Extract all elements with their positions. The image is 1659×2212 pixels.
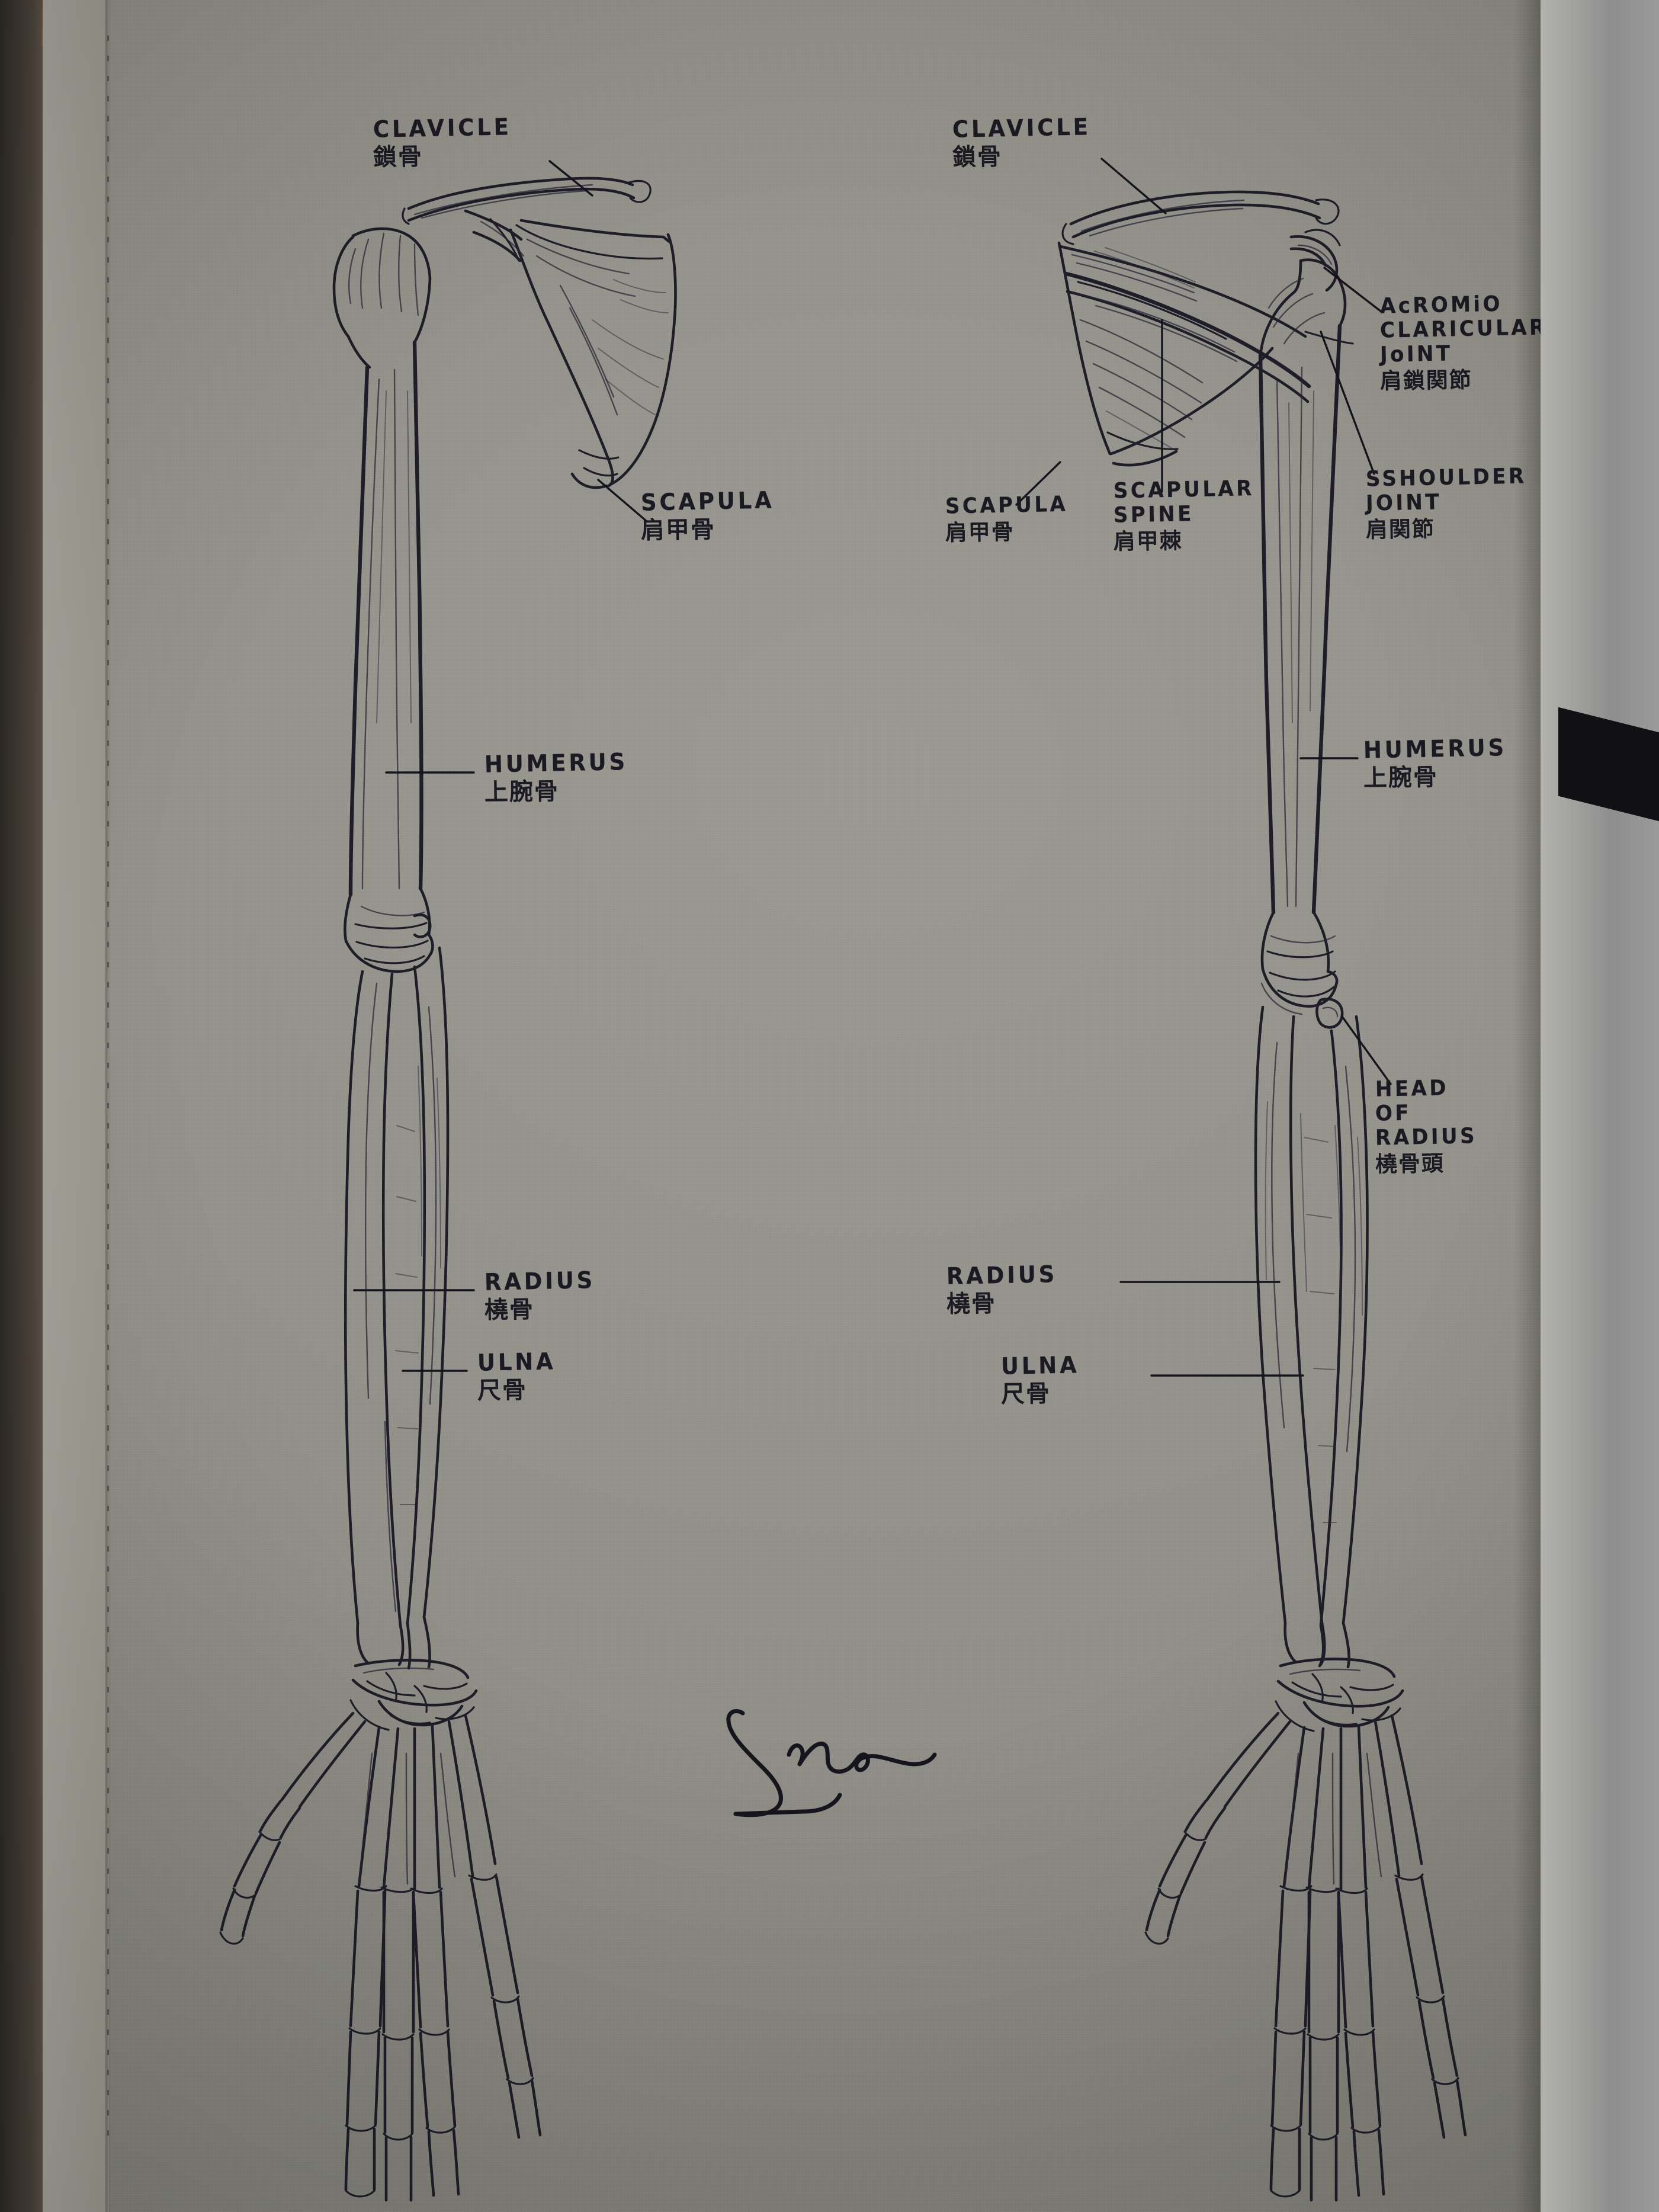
leader-right-head-radius: [1341, 1015, 1392, 1085]
label-right-scapula-jp: 肩甲骨: [945, 519, 1015, 546]
right-metacarpals: [1205, 1711, 1423, 1892]
notebook-stitching: [107, 36, 109, 2144]
right-clavicle: [1061, 190, 1340, 245]
label-left-ulna-en: ULNA: [477, 1348, 556, 1377]
label-head-of-radius-line2: OF: [1375, 1100, 1412, 1127]
right-scapular-spine: [1064, 271, 1311, 403]
label-right-clavicle: CLAVICLE 鎖骨: [952, 113, 1092, 171]
label-left-humerus-en: HUMERUS: [484, 748, 628, 778]
label-left-scapula-en: SCAPULA: [640, 486, 775, 517]
label-left-humerus-jp: 上腕骨: [484, 778, 560, 806]
label-right-radius-jp: 橈骨: [946, 1290, 997, 1318]
right-humerus: [1258, 258, 1347, 1029]
label-left-ulna: ULNA 尺骨: [477, 1348, 556, 1405]
right-phalanges: [1144, 1799, 1467, 2202]
label-shoulder-joint-jp: 肩関節: [1365, 516, 1435, 543]
label-left-clavicle-jp: 鎖骨: [373, 143, 423, 171]
left-clavicle: [402, 177, 652, 225]
artist-signature: [726, 1709, 937, 1817]
label-scapular-spine-line1: SCAPULAR: [1113, 476, 1255, 504]
label-left-ulna-jp: 尺骨: [477, 1376, 528, 1405]
label-shoulder-joint-line1: SSHOULDER: [1365, 463, 1527, 492]
label-left-radius-en: RADIUS: [484, 1267, 596, 1296]
left-forearm: [344, 946, 450, 1670]
label-left-radius-jp: 橈骨: [484, 1296, 535, 1324]
label-right-humerus-en: HUMERUS: [1363, 734, 1507, 764]
left-arm-skeleton: [219, 177, 677, 2202]
label-right-head-of-radius: HEAD OF RADIUS 橈骨頭: [1375, 1075, 1478, 1177]
label-right-scapula-en: SCAPULA: [945, 491, 1068, 520]
label-right-humerus-jp: 上腕骨: [1363, 764, 1439, 792]
label-right-shoulder-joint: SSHOULDER JOINT 肩関節: [1365, 463, 1527, 543]
label-right-ulna-en: ULNA: [1000, 1351, 1080, 1380]
label-left-scapula: SCAPULA 肩甲骨: [640, 486, 775, 544]
leader-right-acj: [1323, 267, 1382, 313]
label-right-radius-en: RADIUS: [946, 1261, 1058, 1290]
label-head-of-radius-line3: RADIUS: [1375, 1123, 1478, 1151]
label-left-radius: RADIUS 橈骨: [484, 1267, 596, 1324]
leader-right-clavicle: [1100, 158, 1167, 214]
label-right-ulna: ULNA 尺骨: [1000, 1351, 1080, 1408]
label-left-clavicle-en: CLAVICLE: [373, 113, 512, 143]
left-metacarpals: [280, 1711, 497, 1892]
right-wrist-carpals: [1275, 1658, 1404, 1732]
leader-right-shoulder: [1320, 331, 1375, 475]
facing-page-leaf: [43, 0, 109, 2212]
label-right-clavicle-jp: 鎖骨: [952, 143, 1003, 171]
label-right-scapula: SCAPULA 肩甲骨: [945, 491, 1068, 546]
label-left-humerus: HUMERUS 上腕骨: [484, 748, 628, 806]
leader-left-scapula: [597, 479, 648, 522]
label-scapular-spine-jp: 肩甲棘: [1113, 528, 1183, 554]
left-phalanges: [219, 1799, 542, 2202]
paper-texture: [43, 0, 1559, 2212]
right-arm-skeleton: [1057, 190, 1467, 2202]
label-head-of-radius-line1: HEAD: [1375, 1075, 1449, 1102]
leader-lines: [353, 158, 1392, 1377]
label-left-clavicle: CLAVICLE 鎖骨: [373, 113, 512, 171]
sketchbook-page: [43, 0, 1559, 2212]
leader-left-clavicle: [548, 160, 593, 197]
leader-right-scapula: [1015, 461, 1061, 506]
left-wrist-carpals: [349, 1659, 478, 1731]
label-left-scapula-jp: 肩甲骨: [640, 516, 716, 544]
label-right-radius: RADIUS 橈骨: [946, 1261, 1058, 1318]
label-scapular-spine-line2: SPINE: [1113, 501, 1195, 528]
right-scapula: [1057, 229, 1354, 467]
label-head-of-radius-jp: 橈骨頭: [1375, 1150, 1445, 1177]
left-scapula: [464, 209, 677, 489]
label-right-clavicle-en: CLAVICLE: [952, 113, 1092, 143]
label-shoulder-joint-line2: JOINT: [1365, 489, 1442, 517]
label-right-humerus: HUMERUS 上腕骨: [1363, 734, 1507, 792]
desk-surface-right: [1541, 0, 1659, 2212]
label-right-ulna-jp: 尺骨: [1000, 1380, 1051, 1408]
left-humerus: [332, 227, 434, 973]
label-right-scapular-spine: SCAPULAR SPINE 肩甲棘: [1113, 476, 1255, 554]
right-forearm: [1254, 1005, 1369, 1669]
